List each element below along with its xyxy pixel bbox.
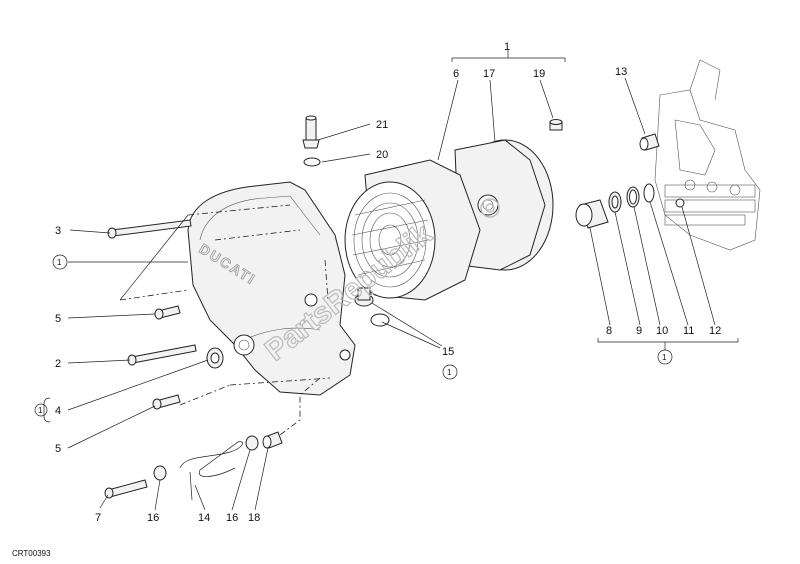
bolt-2 <box>127 344 197 366</box>
screw-5-bottom <box>152 394 181 410</box>
callout-12: 12 <box>709 325 721 337</box>
callout-7: 7 <box>95 512 101 524</box>
callout-19: 19 <box>533 68 545 80</box>
frame-sketch <box>654 59 761 251</box>
circled-ref-plug: 1 <box>447 368 452 377</box>
seal-4 <box>206 347 224 369</box>
clip-14 <box>179 441 243 501</box>
callout-17: 17 <box>483 68 495 80</box>
bleed-valve-21 <box>302 115 320 149</box>
callout-13: 13 <box>615 66 627 78</box>
callouts: 1 6 17 19 13 21 20 3 5 2 4 5 15 8 9 10 1… <box>55 41 721 524</box>
callout-2: 2 <box>55 358 61 370</box>
spacer-18 <box>262 431 283 449</box>
callout-14: 14 <box>198 512 210 524</box>
watermark-logo <box>480 198 500 218</box>
callout-21: 21 <box>376 119 388 131</box>
washer-16-right <box>245 435 259 451</box>
callout-11: 11 <box>683 325 694 337</box>
callout-20: 20 <box>376 149 388 161</box>
callout-3: 3 <box>55 225 61 237</box>
screw-5-top <box>154 305 181 320</box>
clutch-cover: DUCATI <box>187 181 356 396</box>
callout-9: 9 <box>636 325 642 337</box>
bolt-3 <box>107 219 192 239</box>
spacer-13 <box>639 133 660 151</box>
drawing-code: CRT00393 <box>12 549 51 558</box>
bolt-7 <box>104 479 148 499</box>
finned-cover-6 <box>344 159 481 301</box>
bearing-stack <box>575 183 685 229</box>
circled-refs: 1 1 1 1 <box>34 254 673 417</box>
callout-15: 15 <box>442 346 454 358</box>
callout-10: 10 <box>656 325 668 337</box>
callout-16-right: 16 <box>226 512 238 524</box>
callout-5-bottom: 5 <box>55 443 61 455</box>
washer-16-left <box>153 465 167 481</box>
screw-19 <box>549 119 563 131</box>
washer-20 <box>303 157 321 167</box>
circled-ref-seal: 1 <box>38 406 43 415</box>
callout-18: 18 <box>248 512 260 524</box>
circled-ref-cover: 1 <box>57 258 62 267</box>
callout-8: 8 <box>606 325 612 337</box>
callout-1: 1 <box>504 41 510 53</box>
plug-15 <box>354 287 390 327</box>
axis-lines <box>119 204 331 436</box>
callout-5-top: 5 <box>55 313 61 325</box>
circled-ref-bearings: 1 <box>662 353 667 362</box>
callout-6: 6 <box>453 68 459 80</box>
leader-lines <box>43 50 739 511</box>
callout-16-left: 16 <box>147 512 159 524</box>
callout-4: 4 <box>55 405 61 417</box>
